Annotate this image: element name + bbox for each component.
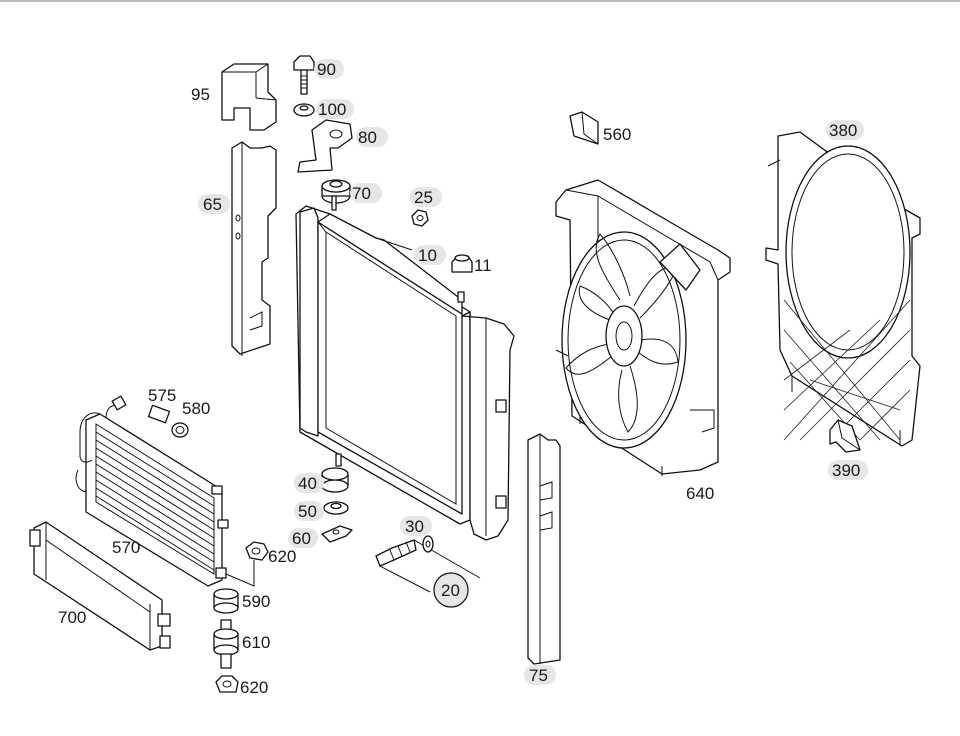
part-80-mount-bracket	[297, 119, 353, 173]
callout-75: 75	[529, 666, 548, 685]
callout-620-lower: 620	[240, 678, 268, 697]
callout-labels: 95 90 100 80 70 65 25 10 11 560 380 390 …	[58, 59, 868, 697]
part-620-nut-lower	[215, 675, 239, 693]
callout-25: 25	[414, 188, 433, 207]
callout-60: 60	[292, 529, 311, 548]
callout-80: 80	[358, 128, 377, 147]
part-610-rubber-buffer	[213, 619, 239, 669]
callout-570: 570	[112, 538, 140, 557]
callout-390: 390	[832, 461, 860, 480]
callout-610: 610	[242, 633, 270, 652]
callout-640: 640	[686, 484, 714, 503]
part-50-washer	[323, 501, 349, 515]
part-560-clip	[569, 111, 599, 145]
callout-10: 10	[418, 246, 437, 265]
callout-100: 100	[318, 100, 346, 119]
callout-560: 560	[603, 125, 631, 144]
callout-700: 700	[58, 608, 86, 627]
callout-30: 30	[405, 517, 424, 536]
part-380-fan-shroud	[765, 131, 921, 447]
part-75-side-seal	[527, 433, 561, 665]
part-95-bracket	[221, 63, 277, 131]
callout-95: 95	[191, 85, 210, 104]
part-590-rubber-mount	[213, 588, 239, 614]
callout-11: 11	[474, 256, 492, 275]
callout-40: 40	[298, 474, 317, 493]
part-11-cap	[451, 254, 473, 273]
part-10-radiator	[295, 195, 515, 541]
part-20-drain-plug	[375, 539, 481, 593]
part-25-nut	[411, 209, 429, 227]
callout-590: 590	[242, 592, 270, 611]
part-570-condenser	[75, 395, 255, 587]
part-620-nut-upper	[245, 541, 269, 561]
part-390-clip	[829, 419, 861, 453]
part-575-hose-connector	[147, 404, 171, 424]
callout-380: 380	[829, 121, 857, 140]
callout-90: 90	[317, 60, 336, 79]
part-60-clip	[321, 525, 353, 543]
part-30-seal-ring	[422, 535, 434, 553]
part-100-washer	[293, 103, 315, 117]
callout-20: 20	[441, 581, 460, 600]
part-65-side-seal	[231, 141, 277, 356]
part-90-bolt	[293, 55, 315, 95]
callout-65: 65	[203, 195, 222, 214]
part-40-rubber-mount	[321, 467, 349, 493]
callout-580: 580	[182, 399, 210, 418]
top-border	[0, 0, 960, 2]
callout-50: 50	[298, 502, 317, 521]
part-580-clamp	[171, 422, 189, 438]
callout-575: 575	[148, 386, 176, 405]
part-640-fan-assembly	[555, 179, 731, 476]
callout-70: 70	[352, 184, 371, 203]
callout-620-upper: 620	[268, 547, 296, 566]
part-700-oil-cooler	[29, 521, 171, 651]
